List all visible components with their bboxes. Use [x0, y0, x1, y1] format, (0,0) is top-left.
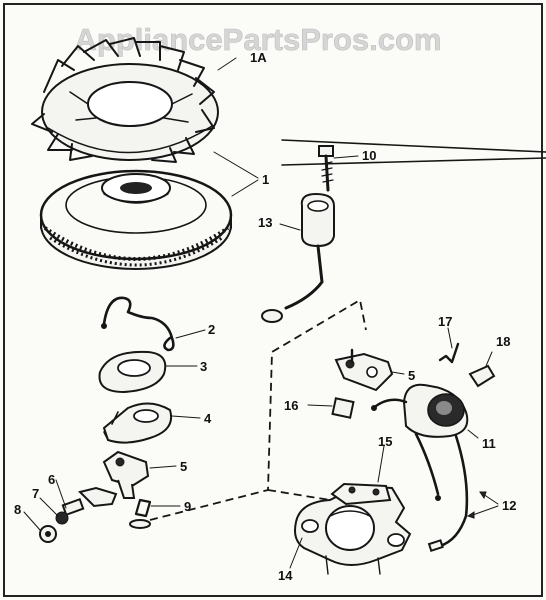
- callout-labels: 1A 1 2 3 4 5 6 7 8 9 10 11 12 13 14 15 1…: [14, 50, 516, 583]
- callout-17: 17: [438, 314, 452, 329]
- assembly-dashed-line: [149, 298, 367, 521]
- callout-11: 11: [482, 436, 496, 451]
- magneto-assembly: [289, 445, 412, 575]
- callout-3: 3: [200, 359, 207, 374]
- callout-4: 4: [204, 411, 212, 426]
- flywheel: [39, 169, 233, 270]
- callout-8: 8: [14, 502, 21, 517]
- callout-16: 16: [284, 398, 298, 413]
- callout-7: 7: [32, 486, 39, 501]
- bracket-right: [334, 348, 405, 392]
- callout-18: 18: [496, 334, 510, 349]
- callout-10: 10: [362, 148, 376, 163]
- fan-blower: [31, 37, 219, 163]
- callout-5-upper: 5: [408, 368, 415, 383]
- condenser: [261, 192, 335, 323]
- cover: [468, 351, 496, 388]
- callout-1a: 1A: [250, 50, 267, 65]
- ignition-coil: [371, 383, 499, 552]
- callout-5-lower: 5: [180, 459, 187, 474]
- callout-leaders: [213, 57, 259, 197]
- callout-2: 2: [208, 322, 215, 337]
- callout-9: 9: [184, 499, 191, 514]
- base-plate: [102, 402, 201, 444]
- callout-6: 6: [48, 472, 55, 487]
- callout-1: 1: [262, 172, 269, 187]
- clip: [438, 327, 460, 364]
- callout-15: 15: [378, 434, 392, 449]
- plate: [98, 350, 198, 394]
- callout-14: 14: [278, 568, 293, 583]
- diagram-border: [3, 3, 543, 597]
- callout-12: 12: [502, 498, 516, 513]
- spring-clip: [101, 296, 206, 352]
- insulator: [307, 397, 355, 419]
- screw-washer: [129, 498, 181, 529]
- bracket-left: [102, 450, 177, 499]
- callout-13: 13: [258, 215, 272, 230]
- watermark-text: AppliancePartsPros.com: [75, 22, 442, 57]
- terminal-screw: [318, 145, 359, 192]
- screw-assembly: [23, 479, 118, 543]
